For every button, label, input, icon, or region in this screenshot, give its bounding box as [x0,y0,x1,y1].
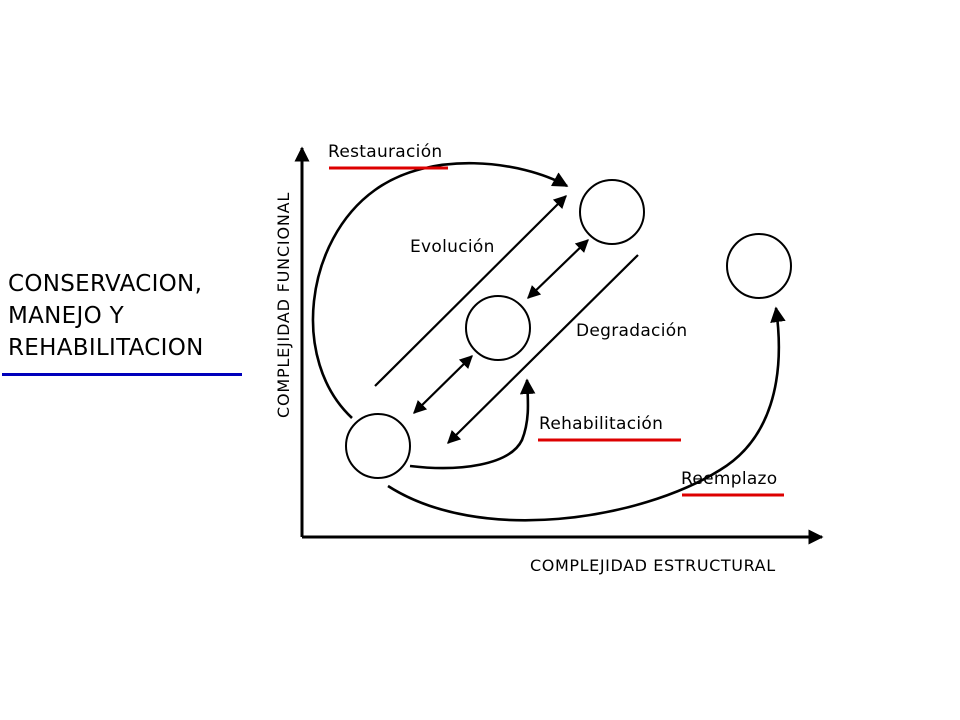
label-degradacion: Degradación [576,321,688,341]
state-circle-degraded [345,413,411,479]
evolucion-arrow [374,195,567,387]
double-arrow-lower [413,355,473,414]
straight-arrows [374,195,639,444]
curved-arrows [311,161,786,522]
label-rehabilitacion: Rehabilitación [539,414,663,434]
y-axis-label: COMPLEJIDAD FUNCIONAL [274,192,293,418]
degradacion-line [447,254,639,444]
state-circles [345,179,792,479]
label-evolucion: Evolución [410,237,495,257]
label-restauracion: Restauración [328,142,442,162]
reemplazo-arrow [387,306,786,522]
side-title-line-1: CONSERVACION, [8,271,203,297]
side-title-line-3: REHABILITACION [8,335,204,361]
side-title-line-2: MANEJO Y [8,303,124,329]
label-reemplazo: Reemplazo [681,469,777,489]
restauracion-arrow [311,161,569,419]
axes [294,146,824,545]
state-circle-replacement [726,233,792,299]
double-arrow-upper [527,239,589,299]
rehabilitacion-arrow [409,378,536,470]
side-title: CONSERVACION, MANEJO Y REHABILITACION [8,268,204,364]
state-circle-original [579,179,645,245]
x-axis-label: COMPLEJIDAD ESTRUCTURAL [530,556,776,575]
side-title-underline [2,373,242,376]
state-circle-intermediate [465,295,531,361]
